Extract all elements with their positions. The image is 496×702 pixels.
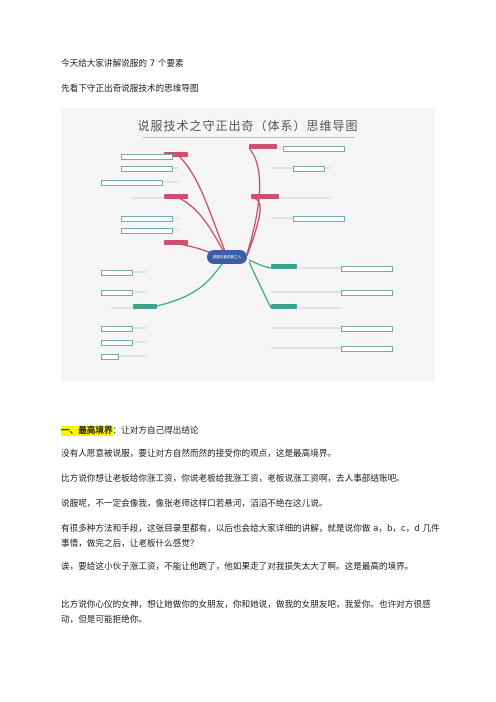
mind-map-leaf [341, 266, 393, 272]
mind-map-leaf [283, 146, 345, 152]
mind-map-leaf [121, 228, 173, 234]
mind-map-node [164, 152, 188, 157]
paragraph: 有很多种方法和手段，这张目录里都有，以后也会给大家详细的讲解，就是说你做 a，b… [61, 524, 440, 549]
section-heading-text: ：让对方自己得出结论 [112, 426, 199, 436]
paragraph: 没有人愿意被说服，要让对方自然而然的接受你的观点，这是最高境界。 [61, 449, 337, 459]
paragraph: 说服呢，不一定会像我，像张老师这样口若悬河，滔滔不绝在这儿说。 [61, 499, 328, 509]
mind-map-leaf [121, 216, 173, 222]
mind-map-node [271, 264, 297, 269]
paragraph: 比方说你心仪的女神，想让她做你的女朋友，你和她说，做我的女朋友吧，我爱你。也许对… [61, 600, 431, 625]
mind-map-image: 说服技术之守正出奇（体系）思维导图 [61, 108, 435, 382]
mind-map-node [164, 240, 188, 245]
mind-map-leaf [293, 216, 345, 222]
mind-map-leaf [121, 166, 173, 172]
mind-map-node [271, 304, 297, 309]
intro-subheading: 先看下守正出奇说服技术的思维导图 [61, 84, 199, 94]
mind-map-leaf [101, 180, 163, 186]
mind-map-leaf [341, 290, 393, 296]
mind-map-leaf [341, 346, 393, 352]
mind-map-title: 说服技术之守正出奇（体系）思维导图 [137, 119, 359, 133]
mind-map-leaf [101, 340, 133, 346]
mind-map-leaf [101, 354, 119, 360]
mind-map-node [164, 194, 188, 199]
mind-map-leaf [101, 270, 133, 276]
section-heading: 一、最高境界：让对方自己得出结论 [61, 425, 199, 438]
mind-map-title-underline [143, 137, 355, 138]
mind-map-leaf [341, 326, 393, 332]
section-heading-highlight: 一、最高境界 [61, 426, 113, 436]
paragraph: 比方说你想让老板给你涨工资，你说老板给我涨工资，老板说涨工资啊，去人事部结账吧。 [61, 474, 405, 484]
mind-map-leaf [101, 290, 133, 296]
intro-heading: 今天给大家讲解说服的 7 个要素 [61, 59, 184, 69]
mind-map-leaf [293, 166, 325, 172]
mind-map-leaf [101, 326, 133, 332]
mind-map-node [251, 194, 279, 199]
mind-map-node [133, 304, 157, 309]
mind-map-leaf [121, 154, 173, 160]
paragraph: 诶，要给这小伙子涨工资，不能让他跑了，他如果走了对我损失太大了啊。这是最高的境界… [61, 562, 414, 572]
mind-map-node [249, 144, 277, 149]
mind-map-center-node: 说服与被说服之人 [207, 250, 247, 264]
